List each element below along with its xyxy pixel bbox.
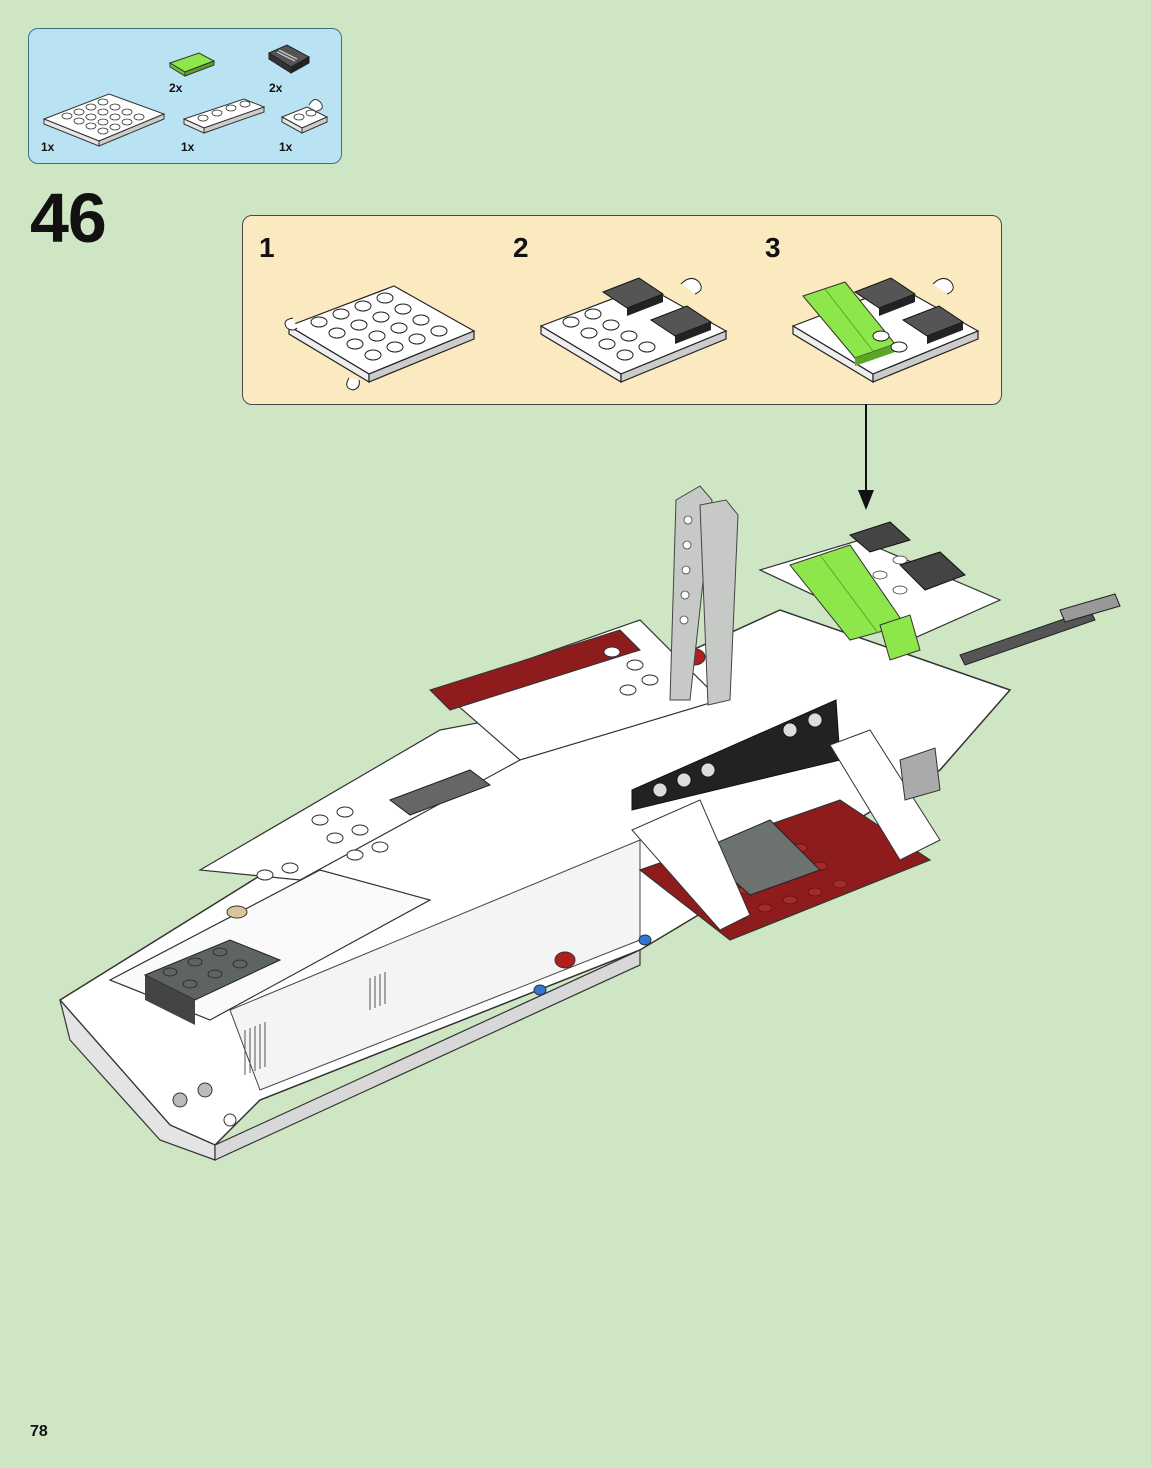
sub-step-2-model [531,256,741,391]
grey-slope-icon [265,41,315,75]
qty-plate-4x6: 1x [41,140,54,154]
sub-step-1-model [279,256,489,391]
white-plate-1x4-icon [179,91,269,136]
qty-plate-1x4: 1x [181,140,194,154]
step-number: 46 [30,178,106,258]
sub-step-3-number: 3 [765,232,781,264]
sub-step-2-number: 2 [513,232,529,264]
sub-step-3-model [783,256,993,391]
qty-clip-plate: 1x [279,140,292,154]
placement-arrow-icon [858,404,874,510]
parts-list-box: 1x 2x 1x 2x 1x [28,28,342,164]
lime-tile-icon [167,49,217,77]
white-plate-4x6-icon [39,79,169,149]
sub-step-1-number: 1 [259,232,275,264]
sub-assembly-box: 1 2 3 [242,215,1002,405]
white-clip-plate-icon [277,91,337,139]
page-number: 78 [30,1423,48,1441]
